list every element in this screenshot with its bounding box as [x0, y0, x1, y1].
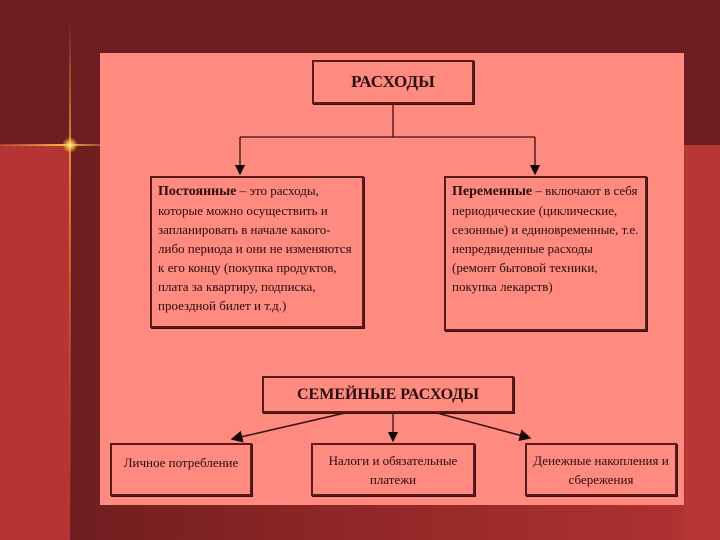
decorative-horizontal-line: [0, 144, 110, 146]
fixed-definition: – это расходы, которые можно осуществить…: [158, 183, 352, 313]
savings-label: Денежные накопления и сбережения: [533, 452, 669, 487]
consumption-label: Личное потребление: [123, 455, 239, 470]
background-right-strip: [685, 145, 720, 540]
taxes-label: Налоги и обязательные платежи: [328, 452, 458, 487]
decorative-vertical-line: [69, 20, 71, 540]
root-label: РАСХОДЫ: [351, 72, 435, 91]
variable-term: Переменные: [452, 184, 533, 199]
savings-box: Денежные накопления и сбережения: [525, 443, 677, 496]
variable-expenses-box: Переменные – включают в себя периодическ…: [444, 176, 647, 331]
variable-definition: – включают в себя периодические (цикличе…: [452, 183, 639, 294]
root-expenses-box: РАСХОДЫ: [312, 60, 474, 104]
arrow-to-consumption: [230, 412, 346, 443]
family-label: СЕМЕЙНЫЕ РАСХОДЫ: [296, 385, 479, 403]
consumption-box: Личное потребление: [110, 443, 252, 496]
fixed-term: Постоянные: [158, 184, 237, 199]
decorative-star-icon: [62, 137, 78, 153]
family-expenses-box: СЕМЕЙНЫЕ РАСХОДЫ: [262, 376, 514, 413]
background-left-strip: [0, 145, 70, 540]
arrow-to-savings: [436, 412, 532, 442]
fixed-expenses-box: Постоянные – это расходы, которые можно …: [150, 176, 364, 328]
taxes-box: Налоги и обязательные платежи: [311, 443, 475, 496]
